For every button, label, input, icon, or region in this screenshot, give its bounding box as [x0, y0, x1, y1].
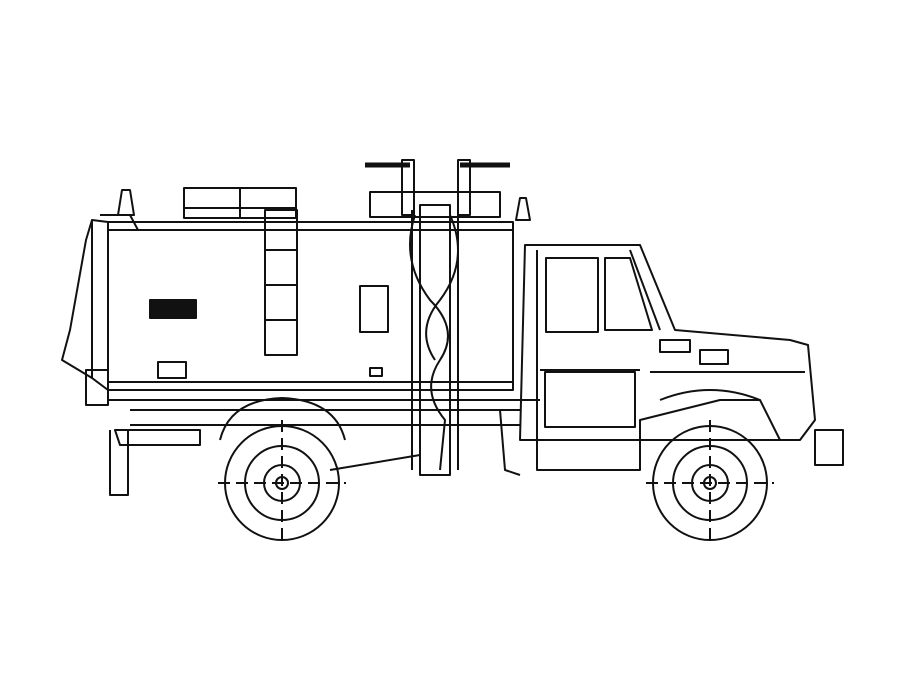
- model-plate: [149, 299, 197, 319]
- front-wheel: [646, 420, 774, 545]
- rear-fender: [219, 397, 346, 441]
- rear-wheel: [218, 420, 346, 545]
- container-body: [61, 187, 531, 406]
- cab: [519, 244, 844, 471]
- lift-mechanism: [365, 159, 510, 476]
- chassis: [108, 399, 540, 496]
